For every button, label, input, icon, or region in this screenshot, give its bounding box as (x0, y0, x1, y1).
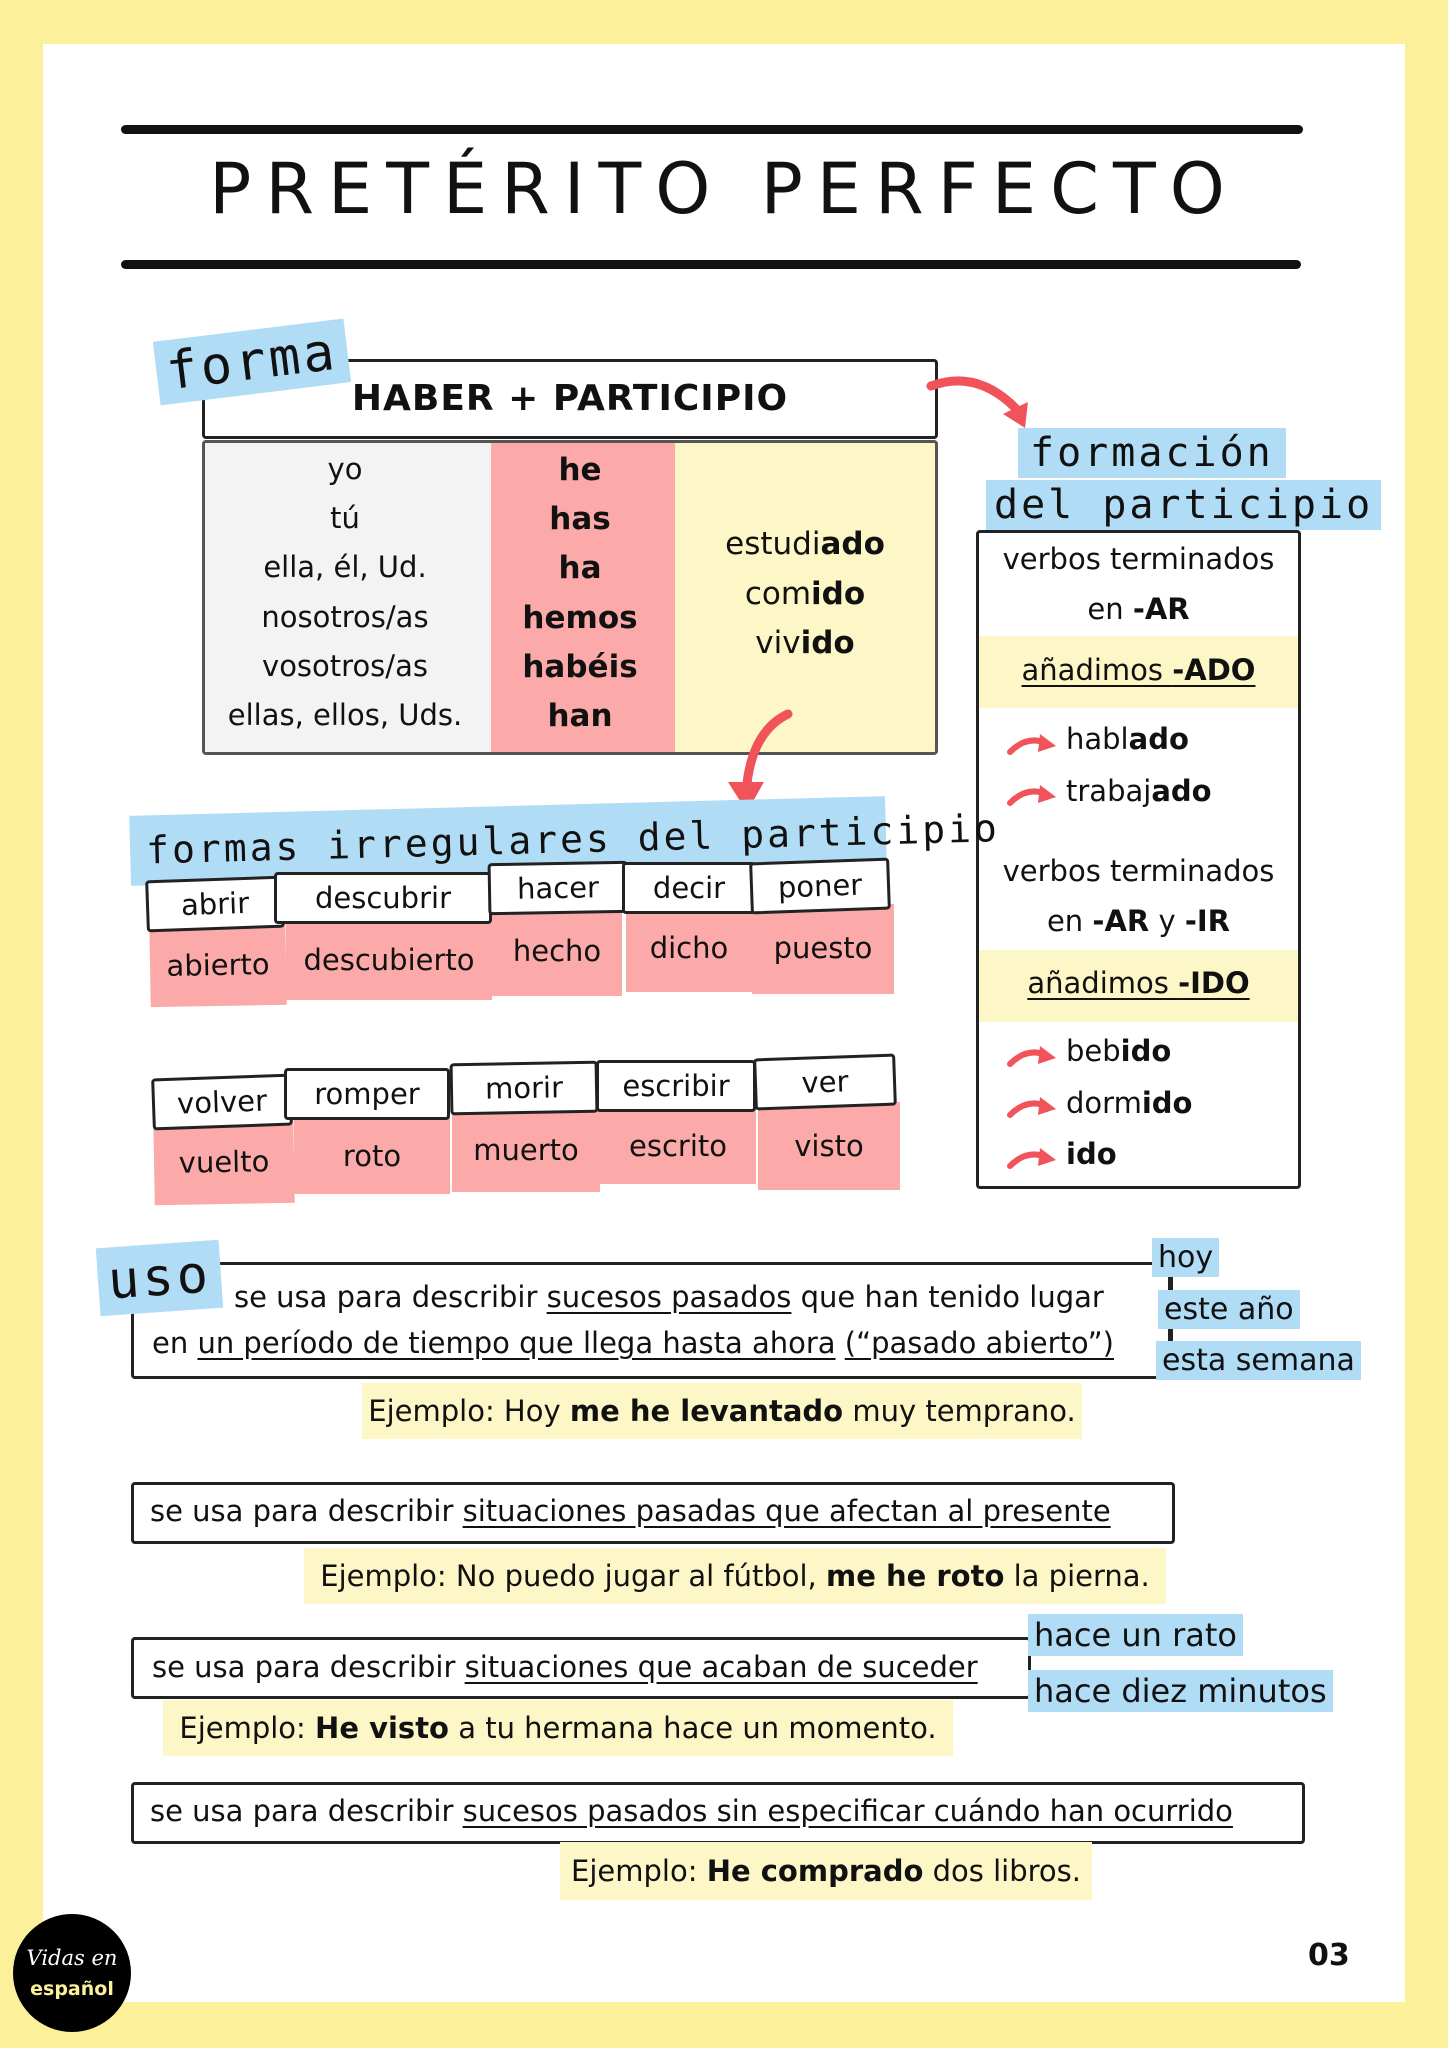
conjugation-table (202, 440, 938, 755)
formacion-tag-line1: formación (1018, 428, 1286, 478)
participle-dicho: dicho (626, 906, 752, 992)
logo-line1: Vidas en (26, 1946, 118, 1970)
participle-puesto: puesto (752, 904, 894, 994)
arrow-trabajado-icon (1007, 785, 1056, 806)
example-ido: ido (1066, 1137, 1117, 1171)
uso2-example: Ejemplo: No puedo jugar al fútbol, me he… (304, 1548, 1166, 1604)
verb-romper: romper (284, 1068, 450, 1120)
haber-participio-label: HABER + PARTICIPIO (351, 378, 789, 419)
participle-hecho: hecho (492, 910, 622, 996)
haber-column (491, 443, 675, 752)
uso1-marker-este-ano: este año (1158, 1290, 1300, 1329)
uso1-marker-esta-semana: esta semana (1156, 1341, 1361, 1380)
uso1-line2: en un período de tiempo que llega hasta … (152, 1326, 1114, 1360)
uso1-line1: se usa para describir sucesos pasados qu… (234, 1280, 1104, 1314)
page-number: 03 (1308, 1938, 1350, 1973)
arrow-to-irregulares-icon (728, 709, 793, 812)
haber-hemos: hemos (522, 600, 638, 636)
logo-line2: español (30, 1978, 114, 2000)
uso4-box (131, 1782, 1305, 1844)
example-hablado: hablado (1066, 722, 1189, 756)
uso3-marker-hace-un-rato: hace un rato (1028, 1614, 1243, 1656)
verb-abrir: abrir (145, 875, 285, 933)
arrow-bebido-icon (1007, 1046, 1056, 1067)
haber-habeis: habéis (522, 649, 638, 685)
title-rule-top (121, 125, 1303, 134)
uso1-marker-hoy: hoy (1152, 1238, 1220, 1277)
participle-roto: roto (294, 1114, 450, 1194)
verb-escribir: escribir (596, 1060, 756, 1112)
verb-ver: ver (753, 1053, 897, 1111)
group1-line1: verbos terminados (1002, 542, 1275, 576)
verb-poner: poner (749, 857, 891, 915)
group2-line1: verbos terminados (1002, 854, 1275, 888)
pronoun-column (205, 443, 491, 752)
example-dormido: dormido (1066, 1086, 1193, 1120)
uso3-text: se usa para describir situaciones que ac… (152, 1650, 978, 1684)
uso2-text: se usa para describir situaciones pasada… (150, 1494, 1111, 1528)
example-bebido: bebido (1066, 1034, 1172, 1068)
verb-morir: morir (449, 1060, 599, 1116)
title-rule-bottom (121, 260, 1301, 269)
formacion-tag-line2: del participio (986, 480, 1382, 530)
uso4-text: se usa para describir sucesos pasados si… (150, 1794, 1233, 1828)
example-comido: comido (744, 576, 866, 612)
rule-ido-band (979, 950, 1298, 1022)
uso-tag: uso (95, 1239, 224, 1317)
uso2-box (131, 1482, 1175, 1544)
example-trabajado: trabajado (1066, 774, 1212, 808)
uso3-box (131, 1637, 1031, 1699)
verb-hacer: hacer (487, 860, 629, 916)
pronoun-vosotros: vosotros/as (262, 649, 428, 683)
haber-ha: ha (558, 550, 602, 586)
haber-han: han (547, 698, 613, 734)
uso3-marker-hace-diez-minutos: hace diez minutos (1028, 1670, 1333, 1712)
participle-muerto: muerto (452, 1108, 600, 1192)
rule-ado-band (979, 636, 1298, 708)
group2-line2: en -AR y -IR (1046, 904, 1231, 938)
verb-descubrir: descubrir (274, 872, 492, 924)
example-vivido: vivido (755, 625, 855, 661)
pronoun-nosotros: nosotros/as (261, 600, 429, 634)
rule-ido: añadimos -IDO (1027, 966, 1250, 1000)
uso3-example: Ejemplo: He visto a tu hermana hace un m… (163, 1700, 953, 1756)
group1-line2: en -AR (1087, 592, 1190, 626)
haber-has: has (549, 501, 611, 537)
participle-visto: visto (758, 1102, 900, 1190)
verb-decir: decir (622, 862, 756, 914)
arrow-hablado-icon (1007, 734, 1056, 755)
uso1-box (131, 1262, 1173, 1379)
pronoun-tu: tú (330, 501, 360, 535)
pronoun-ellos: ellas, ellos, Uds. (227, 698, 463, 732)
example-column (675, 443, 935, 752)
logo: Vidas en español (13, 1914, 131, 2032)
arrow-ido-icon (1007, 1148, 1056, 1169)
uso4-example: Ejemplo: He comprado dos libros. (560, 1842, 1092, 1900)
pronoun-el: ella, él, Ud. (263, 550, 427, 584)
participle-escrito: escrito (600, 1104, 756, 1184)
rule-ado: añadimos -ADO (1021, 653, 1256, 687)
haber-he: he (558, 452, 602, 488)
page-title: PRETÉRITO PERFECTO (209, 148, 1239, 230)
verb-volver: volver (151, 1073, 293, 1131)
example-estudiado: estudiado (725, 526, 885, 562)
participle-descubierto: descubierto (286, 916, 492, 1000)
uso1-example: Ejemplo: Hoy me he levantado muy tempran… (362, 1383, 1082, 1439)
arrow-dormido-icon (1007, 1097, 1056, 1118)
arrow-to-formacion-icon (926, 376, 1028, 428)
pronoun-yo: yo (327, 452, 363, 486)
